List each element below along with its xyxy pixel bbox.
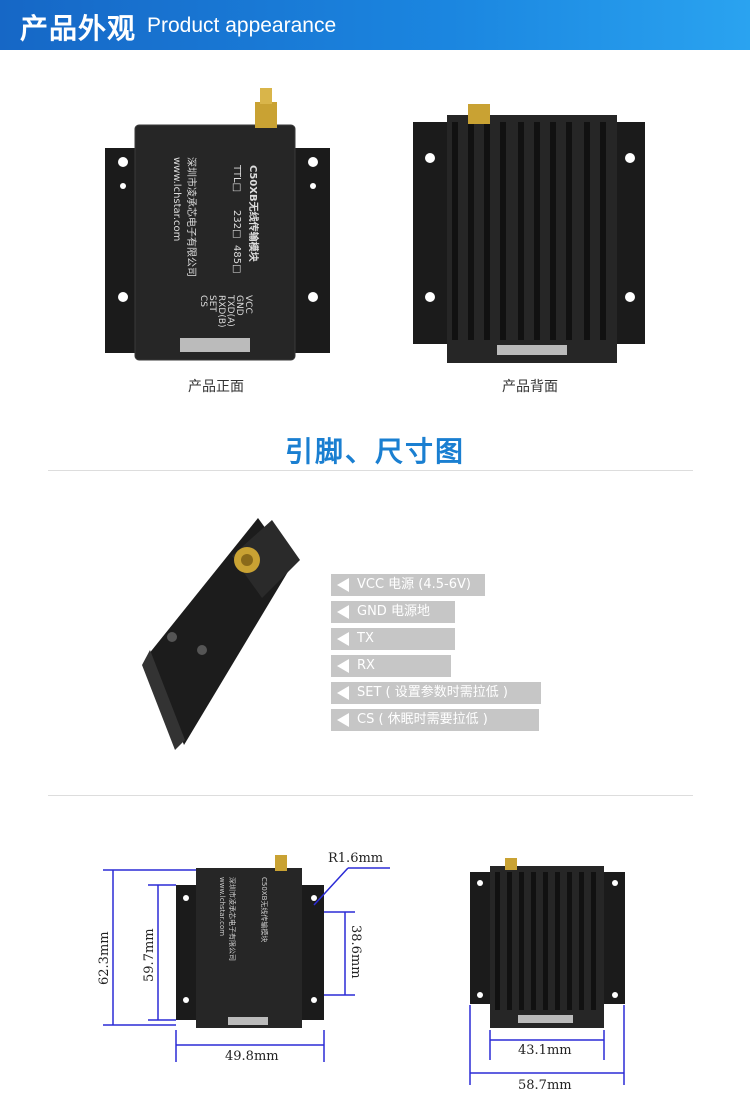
device-port-232: 232□ — [231, 210, 242, 239]
section-title: 引脚、尺寸图 — [284, 435, 465, 468]
device-pin-rxd: RXD(B) — [216, 295, 226, 328]
divider — [48, 470, 693, 471]
pin-label-vcc: VCC 电源 (4.5-6V) — [331, 574, 485, 596]
caption-back: 产品背面 — [502, 379, 558, 395]
arrow-left-icon — [337, 686, 349, 700]
dim-radius: R1.6mm — [328, 851, 383, 866]
dimension-lines-back — [469, 1005, 625, 1085]
device-pin-vcc: VCC — [243, 295, 253, 314]
dim-height-outer: 62.3mm — [97, 931, 112, 985]
arrow-left-icon — [337, 605, 349, 619]
device-company: 深圳市凌承芯电子有限公司 — [185, 157, 198, 277]
arrow-left-icon — [337, 659, 349, 673]
dim-width-front: 49.8mm — [225, 1049, 279, 1064]
caption-front: 产品正面 — [188, 379, 244, 395]
angled-view-image — [142, 518, 300, 750]
front-device-label: C50XB无线传输模块 TTL□ 232□ 485□ 深圳市凌承芯电子有限公司 … — [171, 157, 260, 277]
dim-height-hole: 38.6mm — [348, 925, 363, 979]
dim-device-model: C50XB无线传输模块 — [260, 877, 269, 942]
pin-label-gnd: GND 电源地 — [331, 601, 455, 623]
dim-height-inner: 59.7mm — [142, 928, 157, 982]
device-model: C50XB无线传输模块 — [247, 165, 260, 263]
dim-device-url: www.lchstar.com — [218, 877, 226, 936]
dimension-back-image — [470, 858, 625, 1028]
header-title-cn: 产品外观 — [20, 12, 137, 45]
arrow-left-icon — [337, 713, 349, 727]
front-view-image — [105, 88, 330, 361]
pin-label-set: SET ( 设置参数时需拉低 ) — [331, 682, 541, 704]
device-pin-set: SET — [207, 295, 217, 312]
arrow-left-icon — [337, 578, 349, 592]
device-pin-gnd: GND — [234, 295, 244, 316]
pin-label-cs: CS ( 休眠时需要拉低 ) — [331, 709, 539, 731]
pin-label-rx: RX — [331, 655, 451, 677]
front-device-pins: VCC GND TXD(A) RXD(B) SET CS — [198, 294, 253, 328]
device-port-ttl: TTL□ — [231, 164, 242, 192]
arrow-left-icon — [337, 632, 349, 646]
pin-label-tx: TX — [331, 628, 455, 650]
header-title-en: Product appearance — [147, 14, 337, 37]
page-header: 产品外观 Product appearance — [0, 0, 750, 50]
dimension-front-image — [176, 855, 324, 1028]
device-pin-cs: CS — [198, 295, 208, 307]
device-port-485: 485□ — [231, 245, 242, 274]
dimension-device-label: C50XB无线传输模块 深圳市凌承芯电子有限公司 www.lchstar.com — [218, 877, 269, 961]
dim-width-back: 58.7mm — [518, 1078, 572, 1093]
dim-width-inner: 43.1mm — [518, 1043, 572, 1058]
dim-device-company: 深圳市凌承芯电子有限公司 — [228, 877, 237, 961]
device-pin-txd: TXD(A) — [225, 294, 235, 327]
device-url: www.lchstar.com — [171, 157, 182, 241]
dimension-lines-front — [103, 867, 390, 1062]
back-view-image — [413, 104, 645, 363]
divider — [48, 795, 693, 796]
